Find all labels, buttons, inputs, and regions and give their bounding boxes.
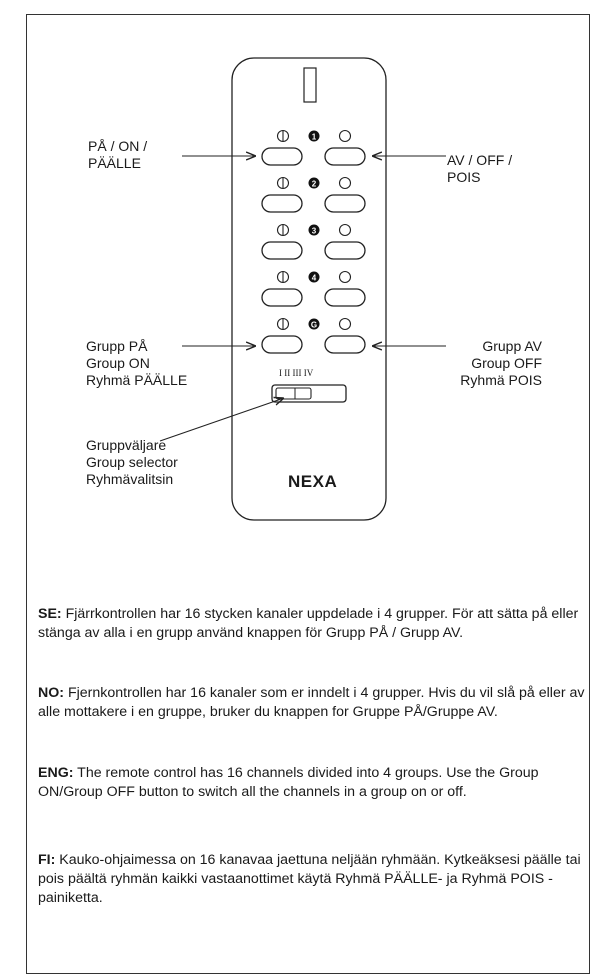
group-off-button[interactable]	[324, 335, 366, 354]
remote-diagram: 1 2 3 4 G	[159, 57, 446, 521]
channel-number: 3	[312, 227, 317, 236]
paragraph-text: The remote control has 16 channels divid…	[38, 765, 539, 800]
off-symbol-icon	[338, 270, 352, 284]
channel-number-badge	[308, 177, 320, 189]
label-group-selector: Gruppväljare Group selector Ryhmävalitsi…	[86, 437, 178, 487]
off-button[interactable]	[324, 147, 366, 166]
paragraph-text: Fjernkontrollen har 16 kanaler som er in…	[38, 685, 585, 720]
channel-number: 4	[312, 274, 317, 283]
channel-number-badge	[308, 318, 320, 330]
channel-row-1: 1	[261, 129, 366, 166]
on-button[interactable]	[261, 288, 303, 307]
off-symbol-icon	[338, 317, 352, 331]
paragraph-text: Fjärrkontrollen har 16 stycken kanaler u…	[38, 606, 579, 641]
paragraph-eng: ENG: The remote control has 16 channels …	[38, 764, 586, 802]
off-button[interactable]	[324, 288, 366, 307]
label-group-off: Grupp AV Group OFF Ryhmä POIS	[460, 338, 542, 388]
channel-number: G	[311, 321, 317, 330]
channel-number: 1	[312, 133, 317, 142]
remote-body	[231, 57, 387, 521]
group-selector-switch[interactable]	[271, 384, 347, 403]
lang-tag: SE:	[38, 606, 62, 622]
label-group-on: Grupp PÅ Group ON Ryhmä PÄÄLLE	[86, 338, 188, 388]
channel-number-badge	[308, 224, 320, 236]
paragraph-text: Kauko-ohjaimessa on 16 kanavaa jaettuna …	[38, 852, 581, 906]
channel-row-group: G	[261, 317, 366, 354]
lang-tag: NO:	[38, 685, 65, 701]
led-window	[303, 67, 317, 103]
off-symbol-icon	[338, 129, 352, 143]
label-on: PÅ / ON / PÄÄLLE	[88, 138, 148, 171]
off-button[interactable]	[324, 241, 366, 260]
group-selector-knob	[275, 387, 312, 400]
channel-row-2: 2	[261, 176, 366, 213]
off-symbol-icon	[338, 176, 352, 190]
channel-number-badge	[308, 271, 320, 283]
on-button[interactable]	[261, 147, 303, 166]
on-button[interactable]	[261, 194, 303, 213]
off-symbol-icon	[338, 223, 352, 237]
arrow-group-selector	[159, 398, 284, 442]
paragraph-no: NO: Fjernkontrollen har 16 kanaler som e…	[38, 684, 586, 722]
group-on-button[interactable]	[261, 335, 303, 354]
label-off: AV / OFF / POIS	[447, 152, 513, 185]
channel-row-4: 4	[261, 270, 366, 307]
group-switch-positions: I II III IV	[279, 368, 314, 378]
paragraph-fi: FI: Kauko-ohjaimessa on 16 kanavaa jaett…	[38, 851, 586, 908]
lang-tag: ENG:	[38, 765, 74, 781]
channel-row-3: 3	[261, 223, 366, 260]
on-button[interactable]	[261, 241, 303, 260]
channel-number-badge	[308, 130, 320, 142]
brand-logo: NEXA	[288, 472, 338, 491]
off-button[interactable]	[324, 194, 366, 213]
paragraph-se: SE: Fjärrkontrollen har 16 stycken kanal…	[38, 605, 586, 643]
lang-tag: FI:	[38, 852, 56, 868]
channel-number: 2	[312, 180, 317, 189]
